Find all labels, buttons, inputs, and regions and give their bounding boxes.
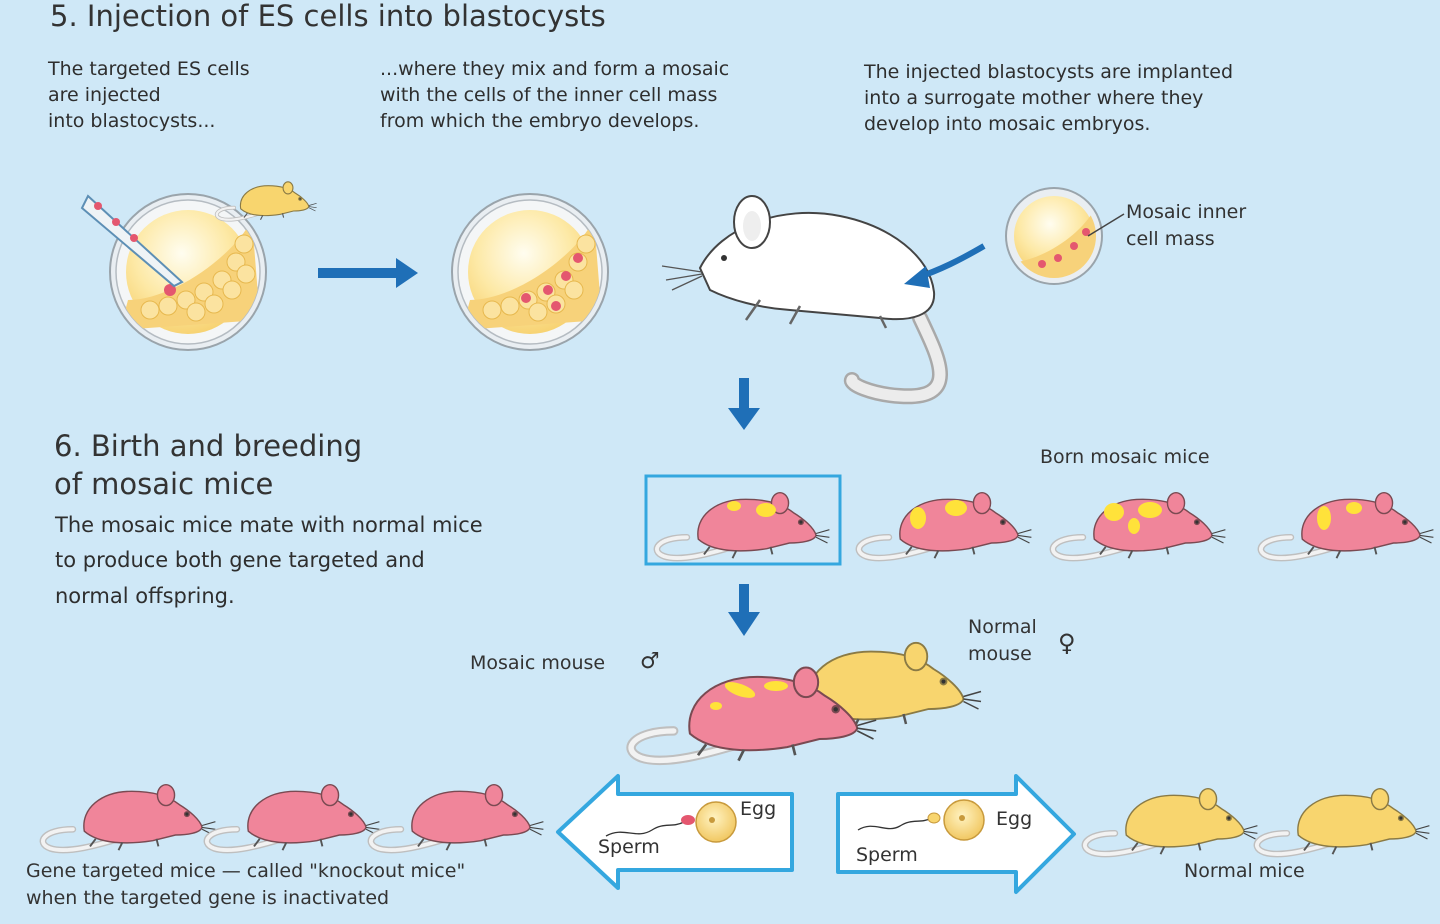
normal-mouse-label: Normal mouse: [968, 616, 1037, 665]
arrow-right-icon: [904, 243, 986, 288]
step6-title: 6. Birth and breeding of mosaic mice: [54, 429, 363, 501]
mouse-icon: [371, 785, 543, 851]
step5-caption-mosaic: ...where they mix and form a mosaic with…: [380, 58, 730, 133]
block-arrow-right-icon: [836, 774, 1076, 894]
sperm-label-right: Sperm: [856, 844, 918, 866]
injection-pipette-icon: [80, 194, 184, 288]
mouse-icon: [859, 493, 1031, 559]
blastocyst-icon: [1005, 187, 1125, 285]
egg-label-right: Egg: [996, 808, 1033, 830]
mosaic-mouse-label: Mosaic mouse: [470, 652, 606, 674]
highlight-box: [644, 474, 842, 566]
mouse-icon: [1053, 493, 1225, 559]
step5-caption-implant: The injected blastocysts are implanted i…: [864, 61, 1234, 136]
mouse-icon: [207, 785, 379, 851]
mouse-icon: [631, 667, 876, 760]
inner-cell-mass-label: Mosaic inner cell mass: [1126, 201, 1247, 250]
step5-title: 5. Injection of ES cells into blastocyst…: [50, 0, 606, 33]
step6-description: The mosaic mice mate with normal mice to…: [55, 513, 483, 608]
blastocyst-icon: [451, 193, 609, 351]
female-symbol: ♀: [1058, 629, 1076, 657]
mouse-icon: [1257, 789, 1429, 855]
mouse-icon: [43, 785, 215, 851]
step5-caption-inject: The targeted ES cells are injected into …: [48, 58, 250, 133]
egg-label-left: Egg: [740, 798, 777, 820]
arrow-down-icon: [728, 378, 760, 430]
mouse-icon: [1085, 789, 1257, 855]
mouse-icon: [661, 195, 948, 405]
sperm-label-left: Sperm: [598, 836, 660, 858]
arrow-right-icon: [318, 258, 418, 288]
mouse-icon: [657, 493, 829, 559]
male-symbol: ♂: [640, 649, 660, 674]
blastocyst-icon: [109, 193, 267, 351]
normal-mice-label: Normal mice: [1184, 860, 1305, 882]
born-mosaic-label: Born mosaic mice: [1040, 446, 1210, 468]
knockout-mice-label: Gene targeted mice — called "knockout mi…: [26, 860, 466, 909]
arrow-down-icon: [728, 584, 760, 636]
block-arrow-left-icon: [556, 774, 794, 890]
mouse-icon: [1261, 493, 1433, 559]
